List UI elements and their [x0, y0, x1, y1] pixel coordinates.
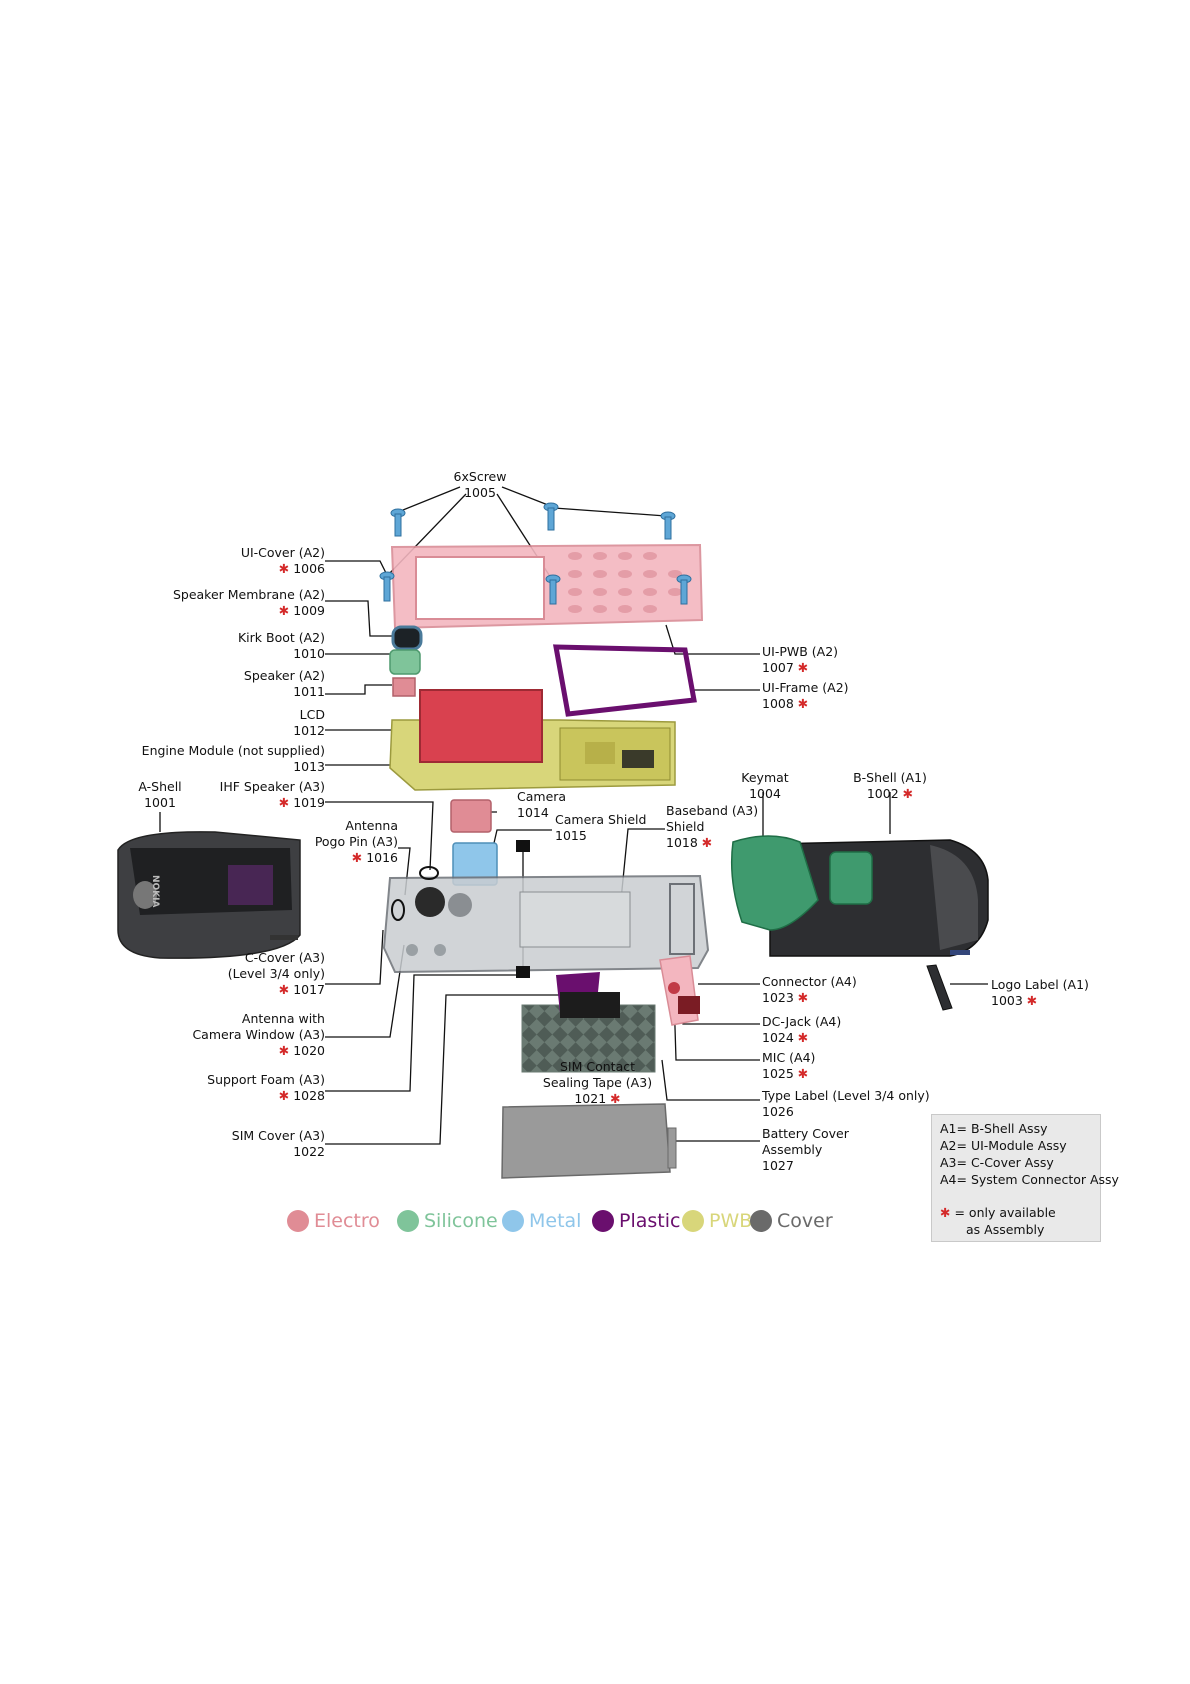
label-b-shell: B-Shell (A1) 1002 ✱: [853, 770, 927, 801]
material-metal: Metal: [502, 1206, 581, 1236]
metal-dot: [502, 1210, 524, 1232]
cover-dot: [750, 1210, 772, 1232]
ui-cover-part: [390, 543, 704, 630]
legend-a3: A3= C-Cover Assy: [940, 1155, 1054, 1170]
legend-a4: A4= System Connector Assy: [940, 1172, 1119, 1187]
star-icon: ✱: [940, 1205, 951, 1220]
label-sim-cover: SIM Cover (A3)1022: [231, 1128, 325, 1159]
logo-label-part: [926, 964, 953, 1011]
battery-cover-part: [501, 1103, 671, 1179]
b-shell-part: [769, 839, 989, 957]
plastic-dot: [592, 1210, 614, 1232]
label-support-foam: Support Foam (A3) ✱ 1028: [207, 1072, 325, 1103]
screw-parts: [379, 502, 692, 605]
pwb-dot: [682, 1210, 704, 1232]
legend-a2: A2= UI-Module Assy: [940, 1138, 1067, 1153]
label-c-cover: C-Cover (A3)(Level 3/4 only) ✱ 1017: [227, 950, 325, 997]
silicone-dot: [397, 1210, 419, 1232]
material-cover: Cover: [750, 1206, 833, 1236]
connector-part: [659, 955, 700, 1026]
keymat-part: [730, 835, 873, 931]
a-shell-part: [117, 831, 301, 959]
legend-star-note: ✱ = only available: [940, 1205, 1056, 1220]
label-logo-label: Logo Label (A1) 1003 ✱: [991, 977, 1089, 1008]
label-type-label: Type Label (Level 3/4 only)1026: [762, 1088, 930, 1119]
label-baseband-shield: Baseband (A3)Shield 1018 ✱: [666, 803, 759, 850]
label-ui-frame: UI-Frame (A2) 1008 ✱: [762, 680, 849, 711]
label-ihf-speaker: IHF Speaker (A3) ✱ 1019: [219, 779, 325, 810]
speaker-membrane-part: [391, 625, 423, 651]
marker-square: [516, 840, 530, 852]
material-plastic: Plastic: [592, 1206, 680, 1236]
label-engine-module: Engine Module (not supplied)1013: [141, 743, 325, 774]
camera-part: [450, 799, 492, 833]
label-ui-pwb: UI-PWB (A2) 1007 ✱: [762, 644, 839, 675]
label-connector: Connector (A4) 1023 ✱: [762, 974, 857, 1005]
legend-star-note-2: as Assembly: [966, 1222, 1045, 1237]
marker-square: [516, 966, 530, 978]
label-dc-jack: DC-Jack (A4) 1024 ✱: [762, 1014, 842, 1045]
speaker-part: [392, 677, 416, 697]
electro-dot: [287, 1210, 309, 1232]
label-kirk-boot: Kirk Boot (A2)1010: [237, 630, 325, 661]
nokia-logo: NOKIA: [150, 875, 160, 908]
label-speaker-membrane: Speaker Membrane (A2) ✱ 1009: [172, 587, 325, 618]
lcd-part: [419, 689, 543, 763]
label-speaker: Speaker (A2)1011: [243, 668, 325, 699]
label-mic: MIC (A4) 1025 ✱: [762, 1050, 816, 1081]
assembly-legend: A1= B-Shell Assy A2= UI-Module Assy A3= …: [931, 1114, 1119, 1242]
ui-frame-part: [552, 644, 697, 717]
legend-a1: A1= B-Shell Assy: [940, 1121, 1048, 1136]
label-ui-cover: UI-Cover (A2) ✱ 1006: [240, 545, 325, 576]
kirk-boot-part: [389, 649, 421, 675]
material-silicone: Silicone: [397, 1206, 498, 1236]
c-cover-part: [382, 866, 710, 974]
material-electro: Electro: [287, 1206, 380, 1236]
material-pwb: PWB: [682, 1206, 752, 1236]
